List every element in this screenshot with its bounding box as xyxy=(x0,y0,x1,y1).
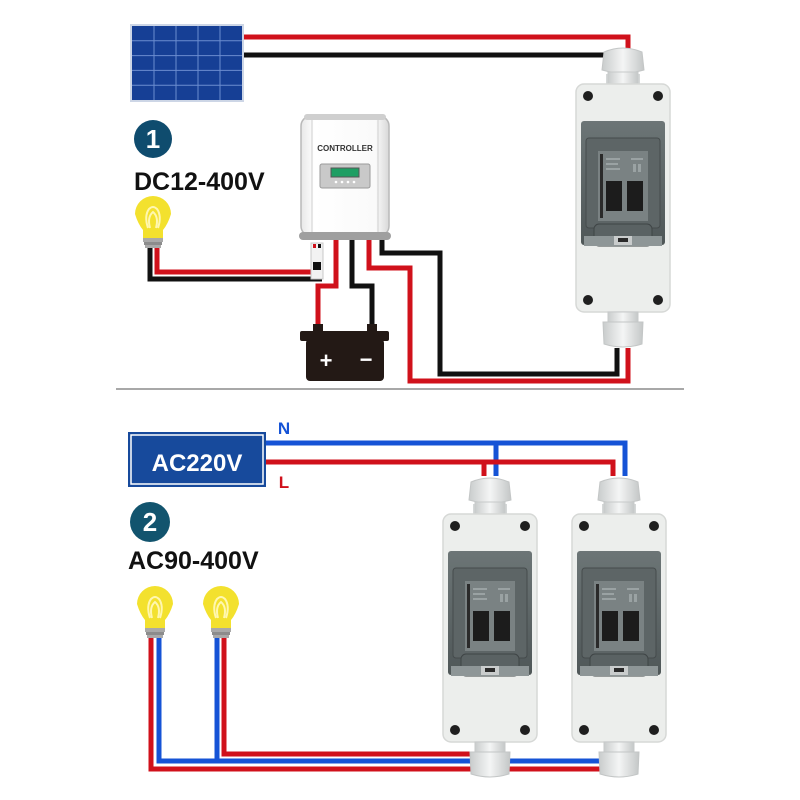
neutral-label: N xyxy=(278,419,290,438)
wire-black-pv-in xyxy=(379,238,620,377)
wire-red-panel xyxy=(243,34,631,82)
battery-icon: + − xyxy=(300,324,389,381)
wire-black-battery xyxy=(349,238,375,326)
charge-controller-icon: CONTROLLER xyxy=(299,114,391,280)
wire-blue-neutral-bus xyxy=(265,440,628,476)
load-fuse-icon xyxy=(310,242,324,280)
battery-plus: + xyxy=(320,348,333,373)
light-bulb-icon xyxy=(136,585,174,639)
wires-breakers-to-bulbs xyxy=(148,636,628,772)
wire-black-panel xyxy=(243,52,620,82)
section-1-number: 1 xyxy=(146,124,160,154)
wires-controller-to-bulb xyxy=(147,244,322,282)
section-2-badge: 2 xyxy=(130,502,170,542)
ac-source-box: AC220V xyxy=(128,432,266,487)
section-2-ac: AC220V N L 2 AC90-400V xyxy=(128,419,667,778)
light-bulb-icon xyxy=(202,585,240,639)
section-2-number: 2 xyxy=(143,507,157,537)
light-bulb-icon xyxy=(134,195,172,249)
wires-supply-bus xyxy=(265,440,628,476)
ac-source-label: AC220V xyxy=(152,450,243,477)
wire-red-line-bus xyxy=(265,459,616,476)
wire-black-load xyxy=(147,244,322,282)
wire-red-pv-in xyxy=(366,238,631,384)
wire-blue-return xyxy=(156,636,628,764)
ac-voltage-label: AC90-400V xyxy=(128,547,259,575)
battery-minus: − xyxy=(360,347,373,372)
wire-red-load-2 xyxy=(148,636,616,772)
wires-breaker-to-controller xyxy=(366,238,631,384)
solar-panel-icon xyxy=(130,24,244,102)
breaker-enclosure-icon xyxy=(442,477,538,778)
controller-label: CONTROLLER xyxy=(317,144,373,153)
wire-red-load xyxy=(154,244,316,275)
wire-red-battery xyxy=(315,238,339,326)
dc-voltage-label: DC12-400V xyxy=(134,168,265,196)
line-label: L xyxy=(279,473,289,492)
section-1-badge: 1 xyxy=(134,120,172,158)
section-1-dc: 1 DC12-400V CONTROLLER xyxy=(130,24,671,384)
breaker-enclosure-icon xyxy=(575,47,671,348)
controller-display xyxy=(330,167,360,178)
wires-panel-to-breaker xyxy=(243,34,631,82)
wires-controller-to-battery xyxy=(315,238,375,326)
breaker-enclosure-icon xyxy=(571,477,667,778)
